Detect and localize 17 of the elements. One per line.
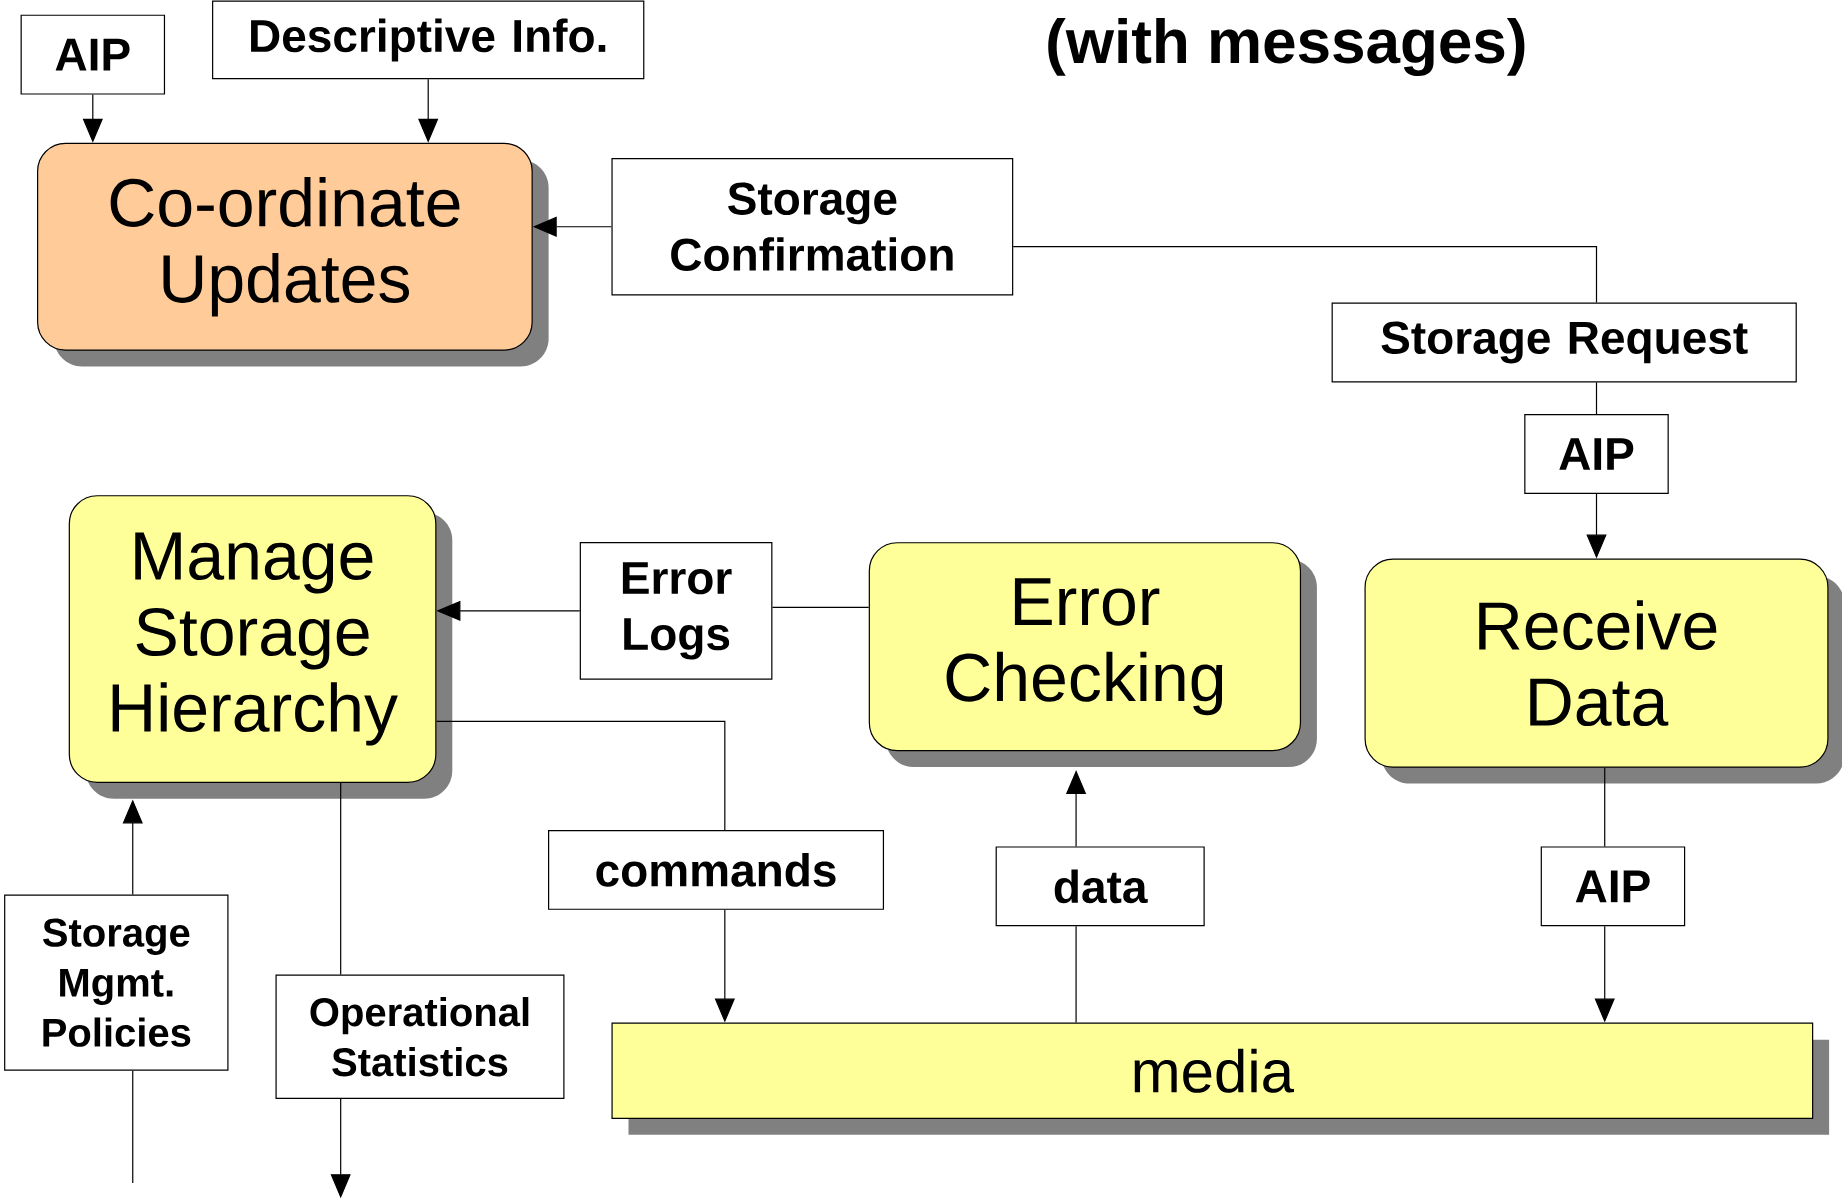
message-box: AIP bbox=[20, 14, 166, 95]
message-box: Descriptive Info. bbox=[212, 0, 645, 80]
message-box: data bbox=[995, 846, 1205, 927]
process-box: Error Checking bbox=[868, 542, 1317, 768]
message-box: AIP bbox=[1540, 846, 1686, 927]
message-box: Storage Confirmation bbox=[611, 158, 1014, 296]
title: (with messages) bbox=[1048, 17, 1525, 77]
message-box: Error Logs bbox=[579, 542, 773, 680]
message-box: Storage Mgmt. Policies bbox=[4, 894, 229, 1071]
message-box: commands bbox=[548, 829, 885, 910]
media-bar: media bbox=[611, 1022, 1830, 1135]
process-box: Co-ordinate Updates bbox=[37, 142, 549, 367]
message-box: Storage Request bbox=[1331, 302, 1797, 383]
process-box: Receive Data bbox=[1364, 558, 1842, 784]
message-box: Operational Statistics bbox=[275, 974, 565, 1099]
message-box: AIP bbox=[1524, 414, 1669, 494]
process-box: Manage Storage Hierarchy bbox=[68, 495, 453, 799]
